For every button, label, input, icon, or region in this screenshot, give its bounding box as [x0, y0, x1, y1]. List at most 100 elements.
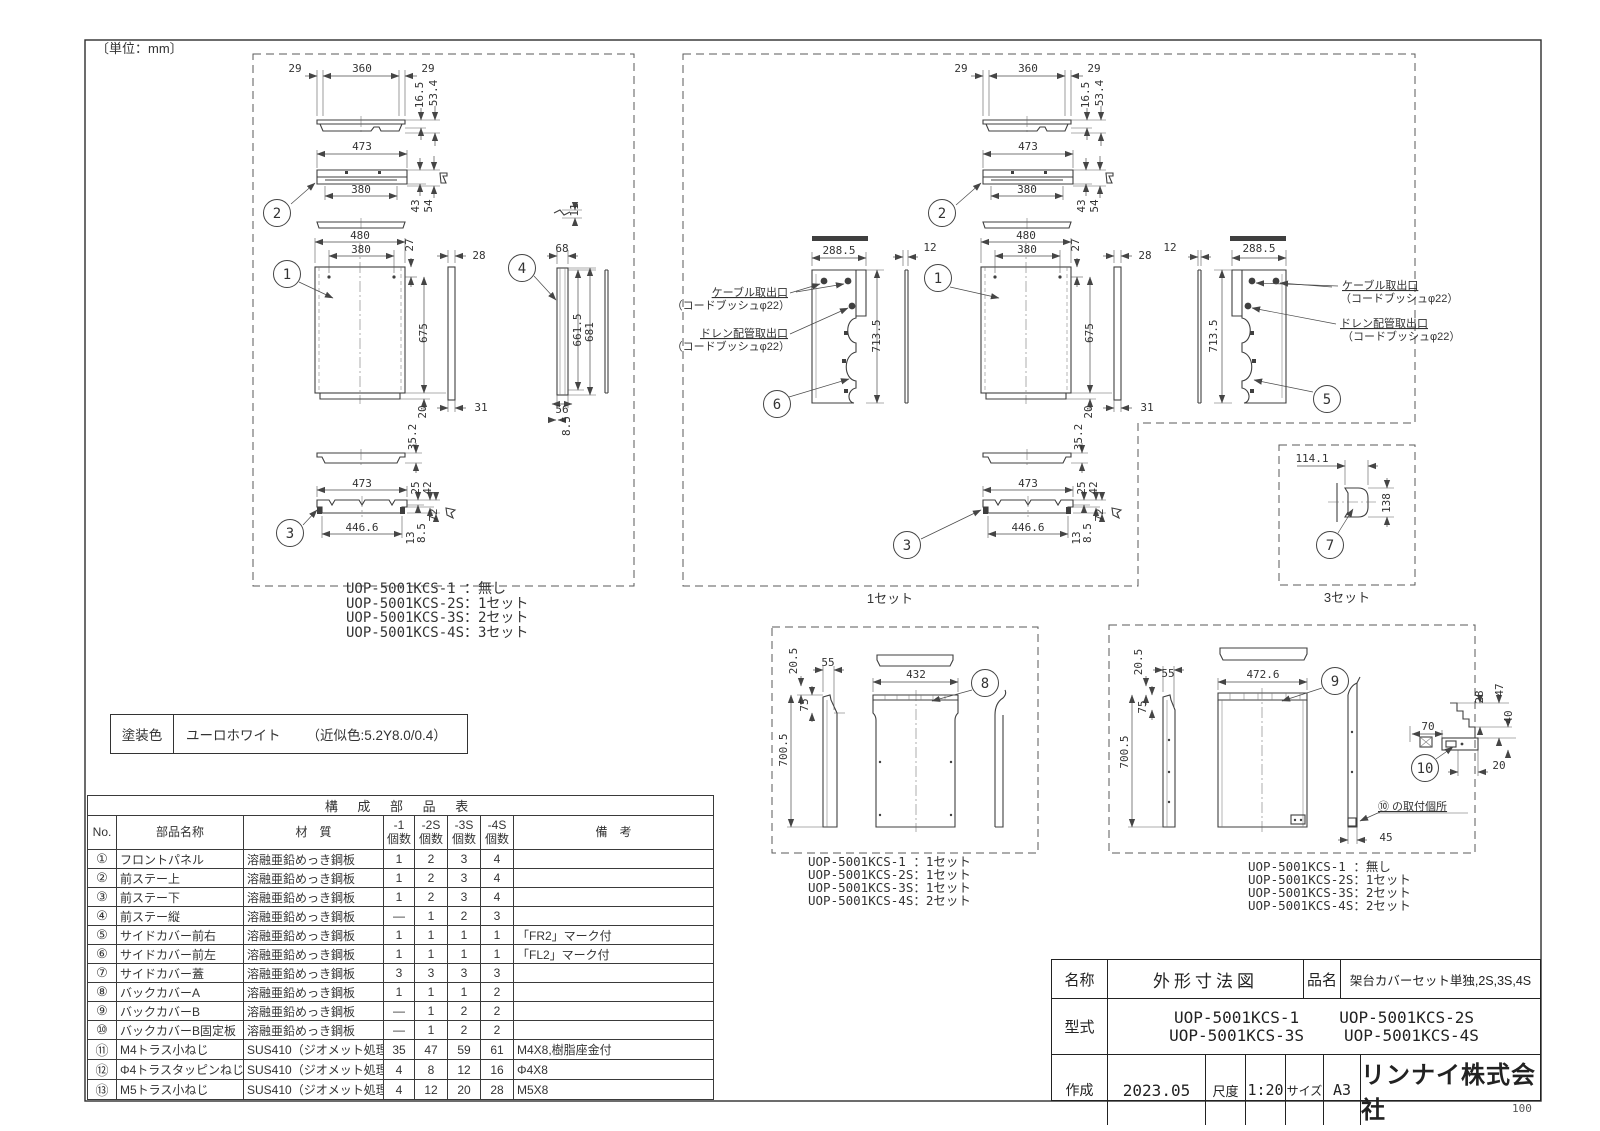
parts-cell — [512, 1001, 715, 1021]
balloon-number: 4 — [518, 261, 526, 277]
dim-label: 53.4 — [427, 79, 440, 106]
balloon-6 — [763, 390, 791, 418]
parts-cell: 1 — [447, 925, 481, 945]
dim-label: 20.5 — [787, 648, 800, 675]
caption-3set: 3セット — [1324, 590, 1370, 605]
parts-cell: 12 — [447, 1059, 481, 1080]
dim-label: 54 — [422, 199, 435, 213]
balloon-3 — [893, 531, 921, 559]
thin-profile-left — [893, 250, 918, 404]
model-label: 型式 — [1052, 999, 1108, 1054]
dim-label: 473 — [352, 140, 372, 153]
dim-label: 29 — [954, 62, 967, 75]
parts-row: ⑪M4トラス小ねじSUS410（ジオメット処理）35475961M4X8,樹脂座… — [87, 1039, 715, 1060]
side-cover-left-view — [789, 236, 884, 404]
dim-label: 473 — [1018, 140, 1038, 153]
balloon-number: 3 — [903, 538, 911, 554]
sheet-border — [84, 39, 1542, 1102]
model-list-line: UOP-5001KCS-1 ：無し — [346, 581, 507, 597]
parts-cell: SUS410（ジオメット処理） — [243, 1059, 384, 1080]
parts-cell: M4X8,樹脂座金付 — [512, 1039, 715, 1060]
parts-cell: 12 — [414, 1079, 448, 1100]
dim-label: 75 — [1136, 700, 1149, 713]
balloon-number: 10 — [1417, 761, 1434, 777]
parts-cell: ― — [383, 1020, 415, 1040]
parts-cell: 前ステー縦 — [116, 906, 244, 926]
balloon-9 — [1321, 667, 1349, 695]
model-number: UOP-5001KCS-2S — [1339, 1007, 1475, 1027]
parts-cell: 溶融亜鉛めっき鋼板 — [243, 963, 384, 983]
balloon-number: 9 — [1331, 674, 1339, 690]
parts-cell: 35 — [383, 1039, 415, 1060]
thin-profile-right — [1188, 250, 1211, 404]
dim-label: 473 — [352, 477, 372, 490]
parts-cell — [512, 1020, 715, 1040]
parts-cell — [512, 963, 715, 983]
dim-label: 42 — [421, 481, 434, 494]
dim-label: 380 — [351, 243, 371, 256]
dim-label: 72 — [427, 508, 440, 521]
dim-label: 56 — [555, 403, 568, 416]
parts-cell: バックカバーB固定板 — [116, 1020, 244, 1040]
parts-cell: SUS410（ジオメット処理） — [243, 1039, 384, 1060]
parts-header: 部品名称 — [116, 815, 244, 850]
parts-cell — [512, 849, 715, 869]
dim-label: 31 — [474, 401, 487, 414]
parts-cell: ⑩ — [87, 1020, 117, 1040]
parts-cell: 1 — [414, 1020, 448, 1040]
dim-label: 68 — [555, 242, 568, 255]
vertical-stay-view — [547, 201, 609, 424]
dim-label: 54 — [1088, 199, 1101, 213]
dim-label: （コードブッシュφ22） — [672, 339, 790, 353]
dim-label: 27 — [403, 238, 416, 251]
model-list-line: UOP-5001KCS-2S：1セット — [1248, 872, 1411, 887]
scale-label: 尺度 — [1206, 1055, 1246, 1125]
company-name: リンナイ株式会社 — [1361, 1062, 1536, 1124]
parts-cell: ⑥ — [87, 944, 117, 964]
model-list-line: UOP-5001KCS-3S：2セット — [1248, 885, 1411, 900]
paint-approx: （近似色:5.2Y8.0/0.4） — [306, 728, 447, 743]
parts-cell: 3 — [447, 887, 481, 907]
parts-cell: ① — [87, 849, 117, 869]
dim-label: 446.6 — [345, 521, 378, 534]
dim-label: 13 — [404, 531, 417, 544]
dim-label: 55 — [821, 656, 834, 669]
side-cover-lid-view — [1297, 460, 1394, 527]
model-list-line: UOP-5001KCS-2S：1セット — [346, 595, 529, 612]
parts-cell: ⑧ — [87, 982, 117, 1002]
parts-cell: ― — [383, 906, 415, 926]
balloon-number: 3 — [286, 526, 294, 542]
created-value: 2023.05 — [1108, 1055, 1206, 1125]
parts-cell: M5トラス小ねじ — [116, 1079, 244, 1100]
dim-label: （コードブッシュφ22） — [1340, 291, 1458, 305]
model-number: UOP-5001KCS-3S — [1169, 1025, 1304, 1045]
parts-cell: 4 — [383, 1059, 415, 1080]
dim-label: 713.5 — [870, 319, 883, 352]
dim-label: 45 — [1379, 831, 1392, 844]
parts-cell: 1 — [447, 944, 481, 964]
parts-cell: 1 — [383, 982, 415, 1002]
dim-label: 70 — [1421, 720, 1434, 733]
front-views-left — [305, 70, 466, 538]
back-cover-a-views — [787, 654, 1007, 832]
dim-label: 29 — [421, 62, 434, 75]
parts-cell: 16 — [480, 1059, 514, 1080]
parts-cell: ⑬ — [87, 1079, 117, 1100]
parts-cell — [512, 887, 715, 907]
dim-label: 432 — [906, 668, 926, 681]
dim-label: ドレン配管取出口 — [700, 326, 788, 340]
dim-label: 42 — [1087, 481, 1100, 494]
dim-label: 12 — [1163, 241, 1176, 254]
model-list-line: UOP-5001KCS-3S：2セット — [346, 610, 529, 626]
created-label: 作成 — [1052, 1055, 1108, 1125]
parts-cell: ⑫ — [87, 1059, 117, 1080]
